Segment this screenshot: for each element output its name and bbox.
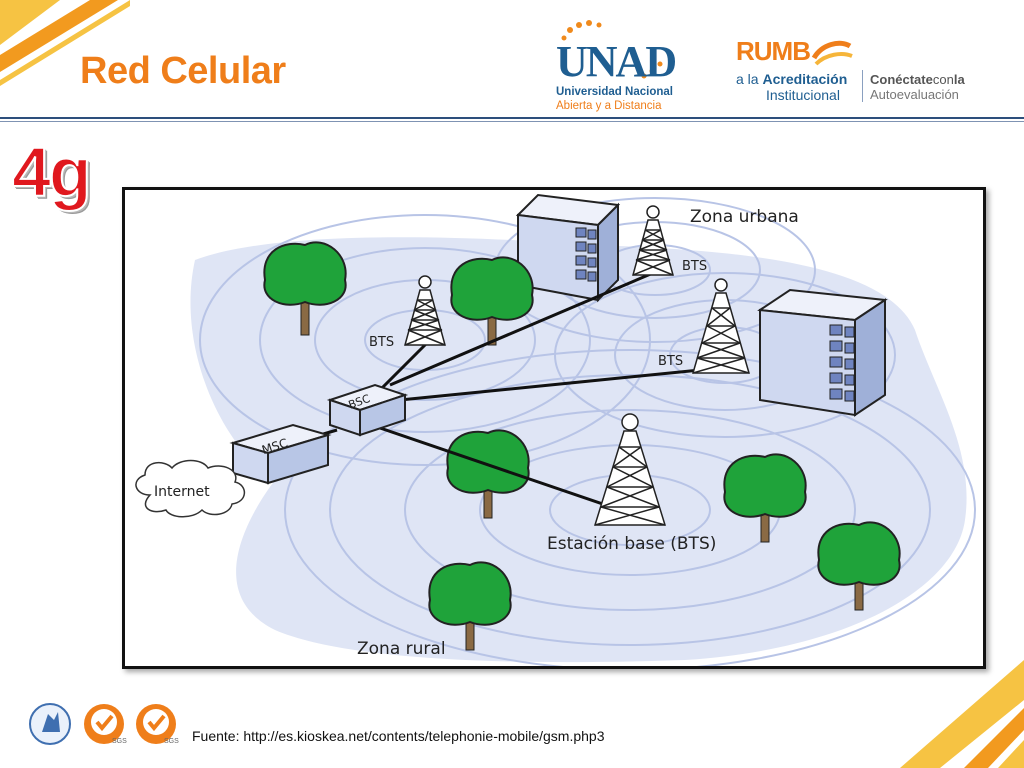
internet-cloud-icon: Internet: [135, 459, 246, 518]
bts-label: BTS: [658, 354, 683, 369]
building-icon: [757, 288, 888, 417]
antenna-tower-icon: [692, 278, 750, 374]
antenna-tower-icon: [593, 413, 667, 526]
tree-icon: [446, 429, 530, 519]
tree-icon: [723, 453, 807, 543]
header-rule-thin: [0, 121, 1024, 122]
sgs-certification-icon: [136, 704, 176, 744]
network-diagram: BSC MSC Internet Zona urbana Zona rural …: [122, 187, 986, 669]
bts-label: BTS: [682, 259, 707, 274]
rumbo-tag-mid: con: [932, 72, 954, 87]
network-diagram-canvas: BSC MSC Internet Zona urbana Zona rural …: [135, 193, 976, 666]
sgs-badge-label: SGS: [112, 738, 127, 745]
rumbo-line1-prefix: a la: [736, 71, 763, 87]
rumbo-line1-bold: Acreditación: [762, 71, 848, 87]
urban-zone-label: Zona urbana: [690, 207, 799, 227]
rumbo-tagline: Conéctateconla: [870, 72, 965, 87]
unad-line2: Abierta y a Distancia: [556, 100, 662, 112]
tree-icon: [263, 241, 347, 336]
page-title: Red Celular: [80, 50, 286, 92]
internet-label: Internet: [154, 484, 210, 500]
rumbo-tagline-2: Autoevaluación: [870, 87, 959, 102]
unad-wordmark: UNAD: [556, 37, 677, 86]
rumbo-line2: Institucional: [766, 87, 840, 103]
source-caption: Fuente: http://es.kioskea.net/contents/t…: [192, 728, 605, 744]
tree-icon: [450, 256, 534, 346]
colombia-logo-icon: [29, 703, 71, 745]
antenna-tower-icon: [632, 205, 674, 276]
bsc-box: BSC: [326, 383, 409, 437]
rumbo-divider: [862, 70, 863, 102]
unad-logo-graphic: [561, 20, 663, 79]
antenna-tower-icon: [404, 275, 446, 346]
rural-zone-label: Zona rural: [357, 639, 446, 659]
unad-line1: Universidad Nacional: [556, 86, 673, 98]
tree-icon: [817, 521, 901, 611]
rumbo-logo: RUMB a la Acreditación Institucional Con…: [736, 36, 996, 106]
building-icon: [515, 193, 621, 303]
rumbo-swoosh-icon: [811, 40, 853, 66]
rumbo-wordmark: RUMB: [736, 36, 811, 66]
sgs-badge-label: SGS: [164, 738, 179, 745]
rumbo-tag-end: la: [953, 72, 965, 87]
tree-icon: [428, 561, 512, 651]
bts-label: BTS: [369, 335, 394, 350]
rumbo-line1: a la Acreditación: [736, 71, 847, 87]
rumbo-tag-bold: Conéctate: [870, 72, 933, 87]
msc-box: MSC: [229, 423, 332, 485]
footer-logo-row: SGS SGS: [28, 700, 188, 750]
corner-stripes-top: [0, 0, 130, 86]
badge-4g: 4g: [11, 132, 93, 212]
base-station-label: Estación base (BTS): [547, 534, 716, 554]
sgs-certification-icon: [84, 704, 124, 744]
corner-stripes-bottom: [900, 660, 1024, 768]
unad-logo: UNAD Universidad Nacional Abierta y a Di…: [552, 16, 682, 116]
header-rule: [0, 117, 1024, 119]
